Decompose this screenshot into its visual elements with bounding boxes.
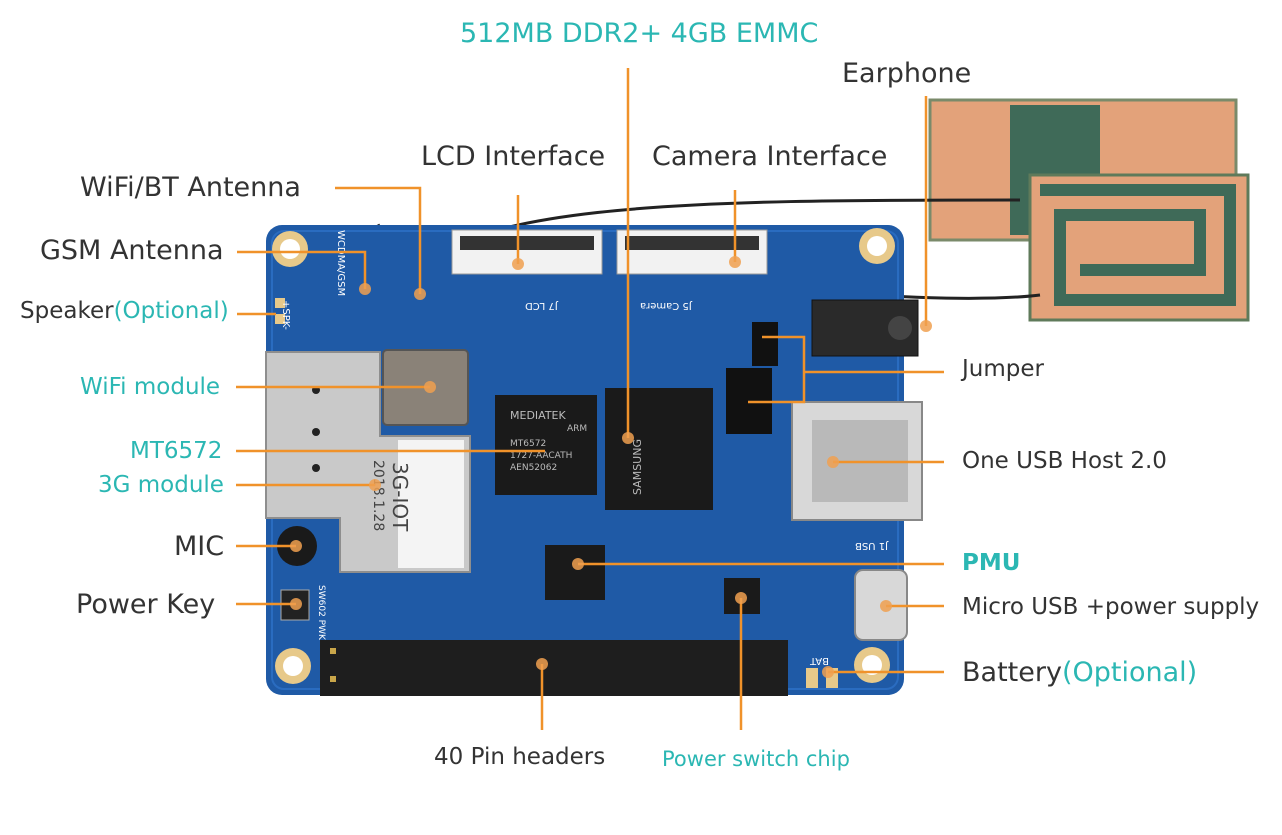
label-earphone: Earphone xyxy=(842,58,972,89)
label-battery-text: Battery xyxy=(962,657,1062,688)
arm-text: ARM xyxy=(567,424,588,434)
label-power-switch-chip: Power switch chip xyxy=(662,747,850,771)
label-speaker: Speaker(Optional) xyxy=(20,300,229,323)
label-pin-headers: 40 Pin headers xyxy=(434,744,606,770)
label-gsm-antenna: GSM Antenna xyxy=(40,235,224,266)
label-wifi-module: WiFi module xyxy=(80,374,221,400)
label-camera-interface: Camera Interface xyxy=(652,141,888,172)
chip-line1-text: MT6572 xyxy=(510,439,547,449)
label-mt6572: MT6572 xyxy=(130,438,223,464)
label-power-key: Power Key xyxy=(76,589,216,620)
chip-line2-text: 1727-AACATH xyxy=(510,451,573,461)
label-3g-module: 3G module xyxy=(98,472,224,498)
mediatek-text: MEDIATEK xyxy=(510,409,566,422)
antenna-gsm xyxy=(1028,173,1250,322)
label-usb-host: One USB Host 2.0 xyxy=(962,448,1167,474)
label-battery-optional: (Optional) xyxy=(1061,657,1198,688)
label-speaker-optional: (Optional) xyxy=(113,298,229,324)
label-wifi-bt-antenna: WiFi/BT Antenna xyxy=(80,172,301,203)
label-battery: Battery(Optional) xyxy=(962,659,1197,686)
label-jumper: Jumper xyxy=(962,356,1044,382)
label-speaker-text: Speaker xyxy=(20,298,114,324)
label-lcd-interface: LCD Interface xyxy=(421,141,606,172)
label-mic: MIC xyxy=(174,531,225,562)
chip-line3-text: AEN52062 xyxy=(510,463,558,473)
label-ram-emmc: 512MB DDR2+ 4GB EMMC xyxy=(460,18,819,49)
label-pmu: PMU xyxy=(962,550,1021,576)
label-micro-usb: Micro USB +power supply xyxy=(962,594,1260,620)
